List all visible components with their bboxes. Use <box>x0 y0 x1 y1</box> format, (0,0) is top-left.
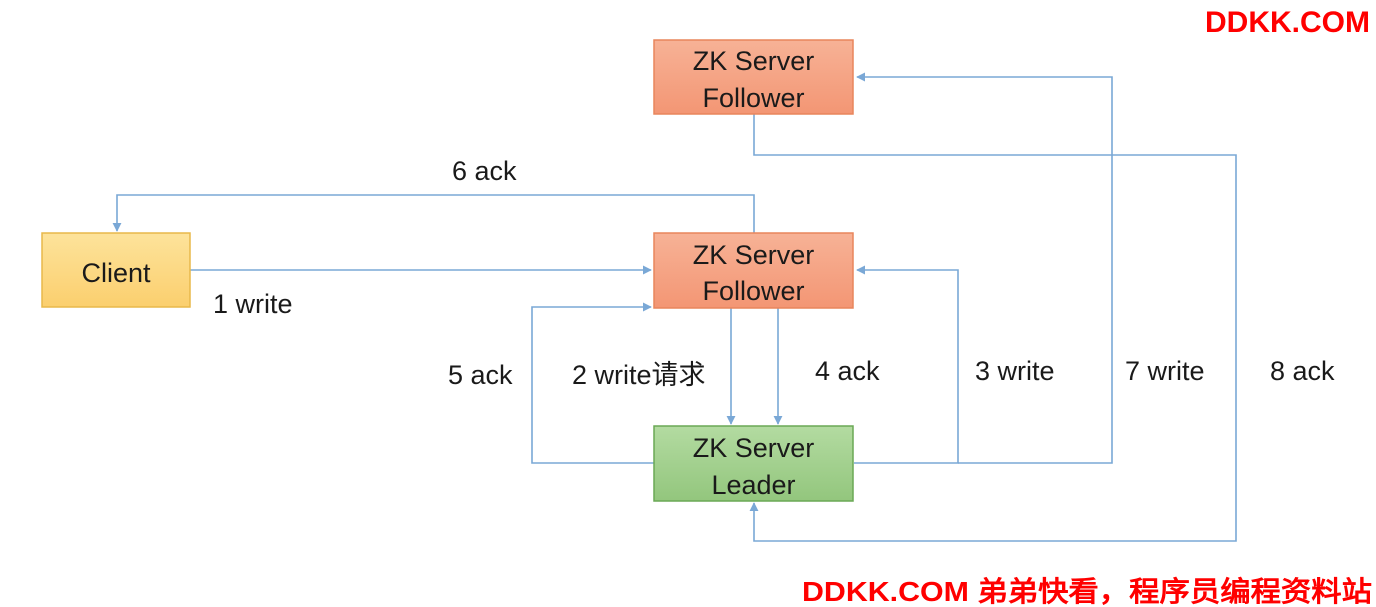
follower-top-line1: ZK Server <box>693 46 815 76</box>
node-leader: ZK Server Leader <box>653 425 854 502</box>
label-8-ack: 8 ack <box>1270 356 1335 386</box>
label-7-write: 7 write <box>1125 356 1205 386</box>
label-5-ack: 5 ack <box>448 360 513 390</box>
client-label: Client <box>81 258 151 288</box>
follower-mid-line2: Follower <box>702 276 804 306</box>
edge-7-write <box>856 72 1113 464</box>
follower-top-line2: Follower <box>702 83 804 113</box>
node-client: Client <box>41 232 191 308</box>
label-2-write-request: 2 write请求 <box>572 360 706 390</box>
edge-5-ack <box>531 302 654 464</box>
node-follower-mid: ZK Server Follower <box>653 232 854 309</box>
edge-8-ack <box>749 114 1237 542</box>
watermark-top: DDKK.COM <box>1205 6 1370 39</box>
leader-line2: Leader <box>711 470 795 500</box>
edge-6-ack <box>112 194 755 233</box>
label-1-write: 1 write <box>213 289 293 319</box>
node-follower-top: ZK Server Follower <box>653 39 854 115</box>
label-4-ack: 4 ack <box>815 356 880 386</box>
follower-mid-line1: ZK Server <box>693 240 815 270</box>
label-6-ack: 6 ack <box>452 156 517 186</box>
leader-line1: ZK Server <box>693 433 815 463</box>
edge-3-write <box>854 265 959 464</box>
watermark-bottom: DDKK.COM 弟弟快看，程序员编程资料站 <box>802 575 1372 607</box>
label-3-write: 3 write <box>975 356 1055 386</box>
